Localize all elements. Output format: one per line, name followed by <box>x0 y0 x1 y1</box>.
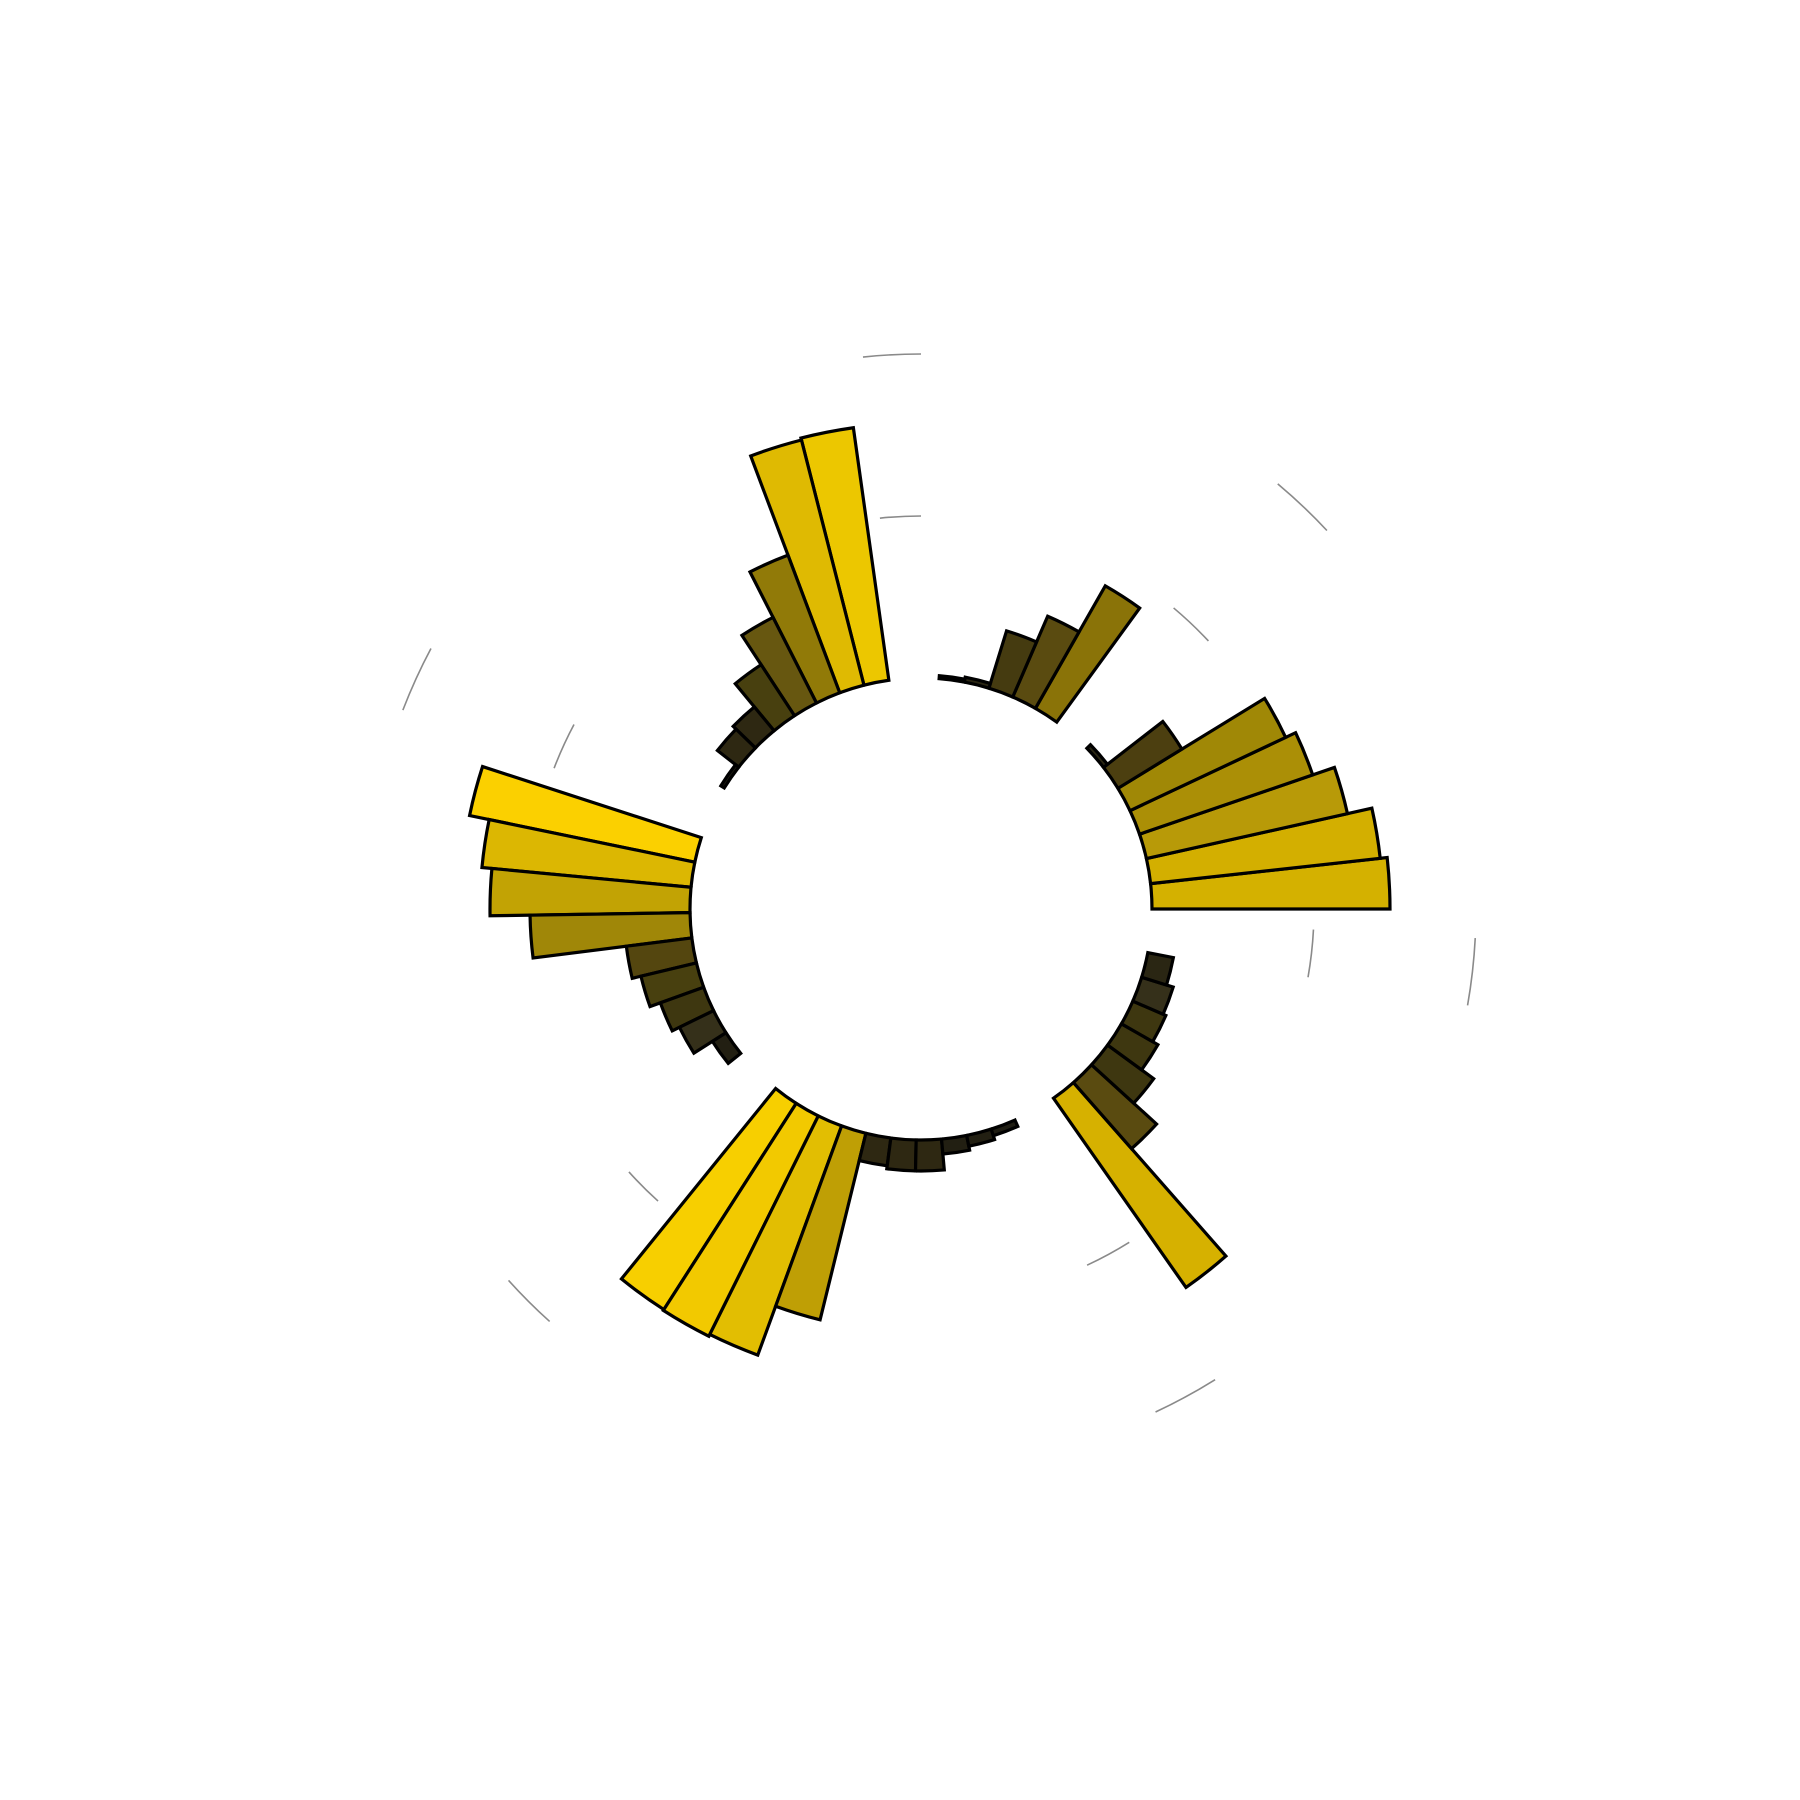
radial-bar <box>1084 742 1110 770</box>
radial-bar <box>1033 583 1142 725</box>
radial-bar <box>658 985 716 1034</box>
radial-bar <box>1010 614 1082 711</box>
gridline-arc <box>1307 929 1315 978</box>
gridline-arc <box>1173 607 1210 642</box>
gridline-arc <box>1086 1241 1130 1266</box>
radial-bar <box>528 911 694 960</box>
radial-bar <box>707 1113 844 1358</box>
radial-bar <box>748 438 866 695</box>
radial-bar <box>730 704 777 751</box>
radial-bar <box>1051 1080 1229 1290</box>
bar-group-group-6 <box>1051 950 1229 1290</box>
bar-group-group-3 <box>715 425 891 791</box>
bar-group-group-5 <box>619 1086 1020 1358</box>
bar-group-group-4 <box>467 764 743 1066</box>
gridline-arc <box>879 515 922 519</box>
gridline-arc <box>402 648 432 711</box>
radial-bar <box>1101 719 1185 791</box>
radial-bar <box>1115 696 1288 813</box>
radial-bar <box>1105 1021 1161 1073</box>
radial-bar <box>1139 950 1176 987</box>
radial-bar <box>857 1131 893 1168</box>
bar-group-group-2 <box>937 583 1142 725</box>
radial-bar <box>885 1136 918 1173</box>
gridline-arc <box>1277 483 1328 532</box>
gridline-arc <box>862 353 922 358</box>
radial-bar <box>480 817 697 890</box>
bar-groups <box>467 425 1392 1358</box>
radial-bar <box>661 1101 821 1339</box>
radial-bar <box>467 764 704 865</box>
radial-bar <box>1137 765 1350 861</box>
radial-bar <box>989 1117 1020 1138</box>
radial-bar <box>677 1008 729 1056</box>
gridline-arcs <box>402 353 1477 1413</box>
radial-bar <box>1089 1042 1156 1106</box>
radial-bar <box>733 662 797 734</box>
radial-bar <box>739 615 819 718</box>
radial-bar <box>1071 1062 1159 1151</box>
gridline-arc <box>1155 1378 1216 1413</box>
radial-bar <box>747 553 842 706</box>
radial-bar <box>937 674 967 684</box>
radial-bar <box>939 1133 972 1156</box>
gridline-arc <box>1466 938 1477 1006</box>
gridline-arc <box>553 724 575 769</box>
radial-bar <box>624 936 699 981</box>
radial-bar <box>773 1123 868 1322</box>
radial-bar <box>986 628 1039 700</box>
radial-bar <box>1144 806 1382 886</box>
radial-bar <box>1130 975 1176 1017</box>
radial-bar <box>639 960 706 1009</box>
radial-bar <box>964 1127 997 1149</box>
radial-bar <box>799 425 891 688</box>
bar-group-group-1 <box>1084 696 1392 911</box>
radial-bar <box>715 726 758 770</box>
radial-bar <box>913 1137 947 1173</box>
radial-bar <box>1148 855 1392 911</box>
radial-bar <box>962 675 993 691</box>
radial-bar <box>488 866 693 918</box>
radial-bar <box>1127 730 1315 837</box>
gridline-arc <box>507 1279 551 1323</box>
gridline-arc <box>628 1171 659 1202</box>
radial-bar <box>710 1030 743 1066</box>
radial-bar <box>718 762 741 791</box>
